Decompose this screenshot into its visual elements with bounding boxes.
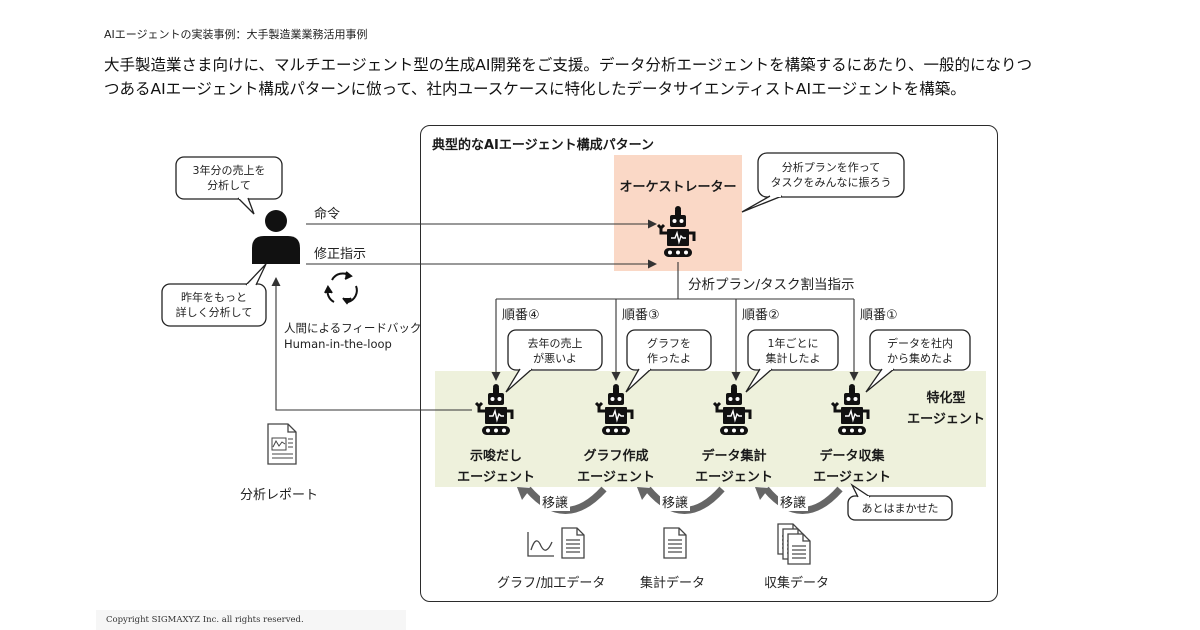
user-icon xyxy=(252,210,300,264)
agent-bubble-1 xyxy=(505,329,603,393)
breadcrumb: AIエージェントの実装事例：大手製造業業務活用事例 xyxy=(104,28,368,41)
command-label: 命令 xyxy=(314,207,341,222)
handover-label-3: 移譲 xyxy=(778,492,809,511)
agent-bubble-4-text: データを社内 から集めたよ xyxy=(887,337,953,365)
specialized-agent-label: 特化型 エージェント xyxy=(907,391,985,427)
agent-bubble-4 xyxy=(865,329,971,393)
agent-bubble-3 xyxy=(745,329,839,393)
collect-agent-robot-icon xyxy=(830,382,870,437)
insight-agent-label: 示唆だし エージェント xyxy=(457,449,535,485)
report-label: 分析レポート xyxy=(240,488,319,503)
order-label-4: 順番④ xyxy=(502,308,540,323)
user-bubble-bottom xyxy=(161,263,267,327)
agent-bubble-2 xyxy=(625,329,712,393)
aggregated-data-document-icon xyxy=(663,527,687,559)
lead-line-1: 大手製造業さま向けに、マルチエージェント型の生成AI開発をご支援。データ分析エー… xyxy=(104,56,1033,74)
specialized-agents-box xyxy=(435,371,986,487)
user-bubble-bottom-text: 昨年をもっと 詳しく分析して xyxy=(175,291,253,319)
order-label-3: 順番③ xyxy=(622,308,660,323)
orchestrator-label: オーケストレーター xyxy=(619,180,737,195)
aggregated-data-label: 集計データ xyxy=(640,576,706,591)
orchestrator-robot-icon xyxy=(656,204,696,259)
order-label-2: 順番② xyxy=(742,308,780,323)
graph-chart-icon xyxy=(527,532,554,557)
graph-agent-label: グラフ作成 エージェント xyxy=(577,449,655,485)
collected-data-documents-icon xyxy=(777,523,811,565)
orchestrator-bubble xyxy=(741,152,905,213)
handover-label-2: 移譲 xyxy=(660,492,691,511)
leave-it-bubble xyxy=(847,483,953,521)
feedback-label: 人間によるフィードバック Human-in-the-loop xyxy=(284,321,422,351)
user-bubble-top xyxy=(175,156,283,215)
leave-it-text: あとはまかせた xyxy=(861,502,939,515)
order-label-1: 順番① xyxy=(860,308,898,323)
frame-title: 典型的なAIエージェント構成パターン xyxy=(432,138,654,153)
orchestrator-bubble-text: 分析プランを作って タスクをみんなに振ろう xyxy=(770,161,892,189)
user-bubble-top-text: 3年分の売上を 分析して xyxy=(192,164,266,192)
lead-line-2: つあるAIエージェント構成パターンに倣って、社内ユースケースに特化したデータサイ… xyxy=(104,80,966,98)
graph-data-document-icon xyxy=(561,527,585,559)
copyright: Copyright SIGMAXYZ Inc. all rights reser… xyxy=(96,610,406,630)
plan-distribution-lines xyxy=(491,262,859,381)
collect-agent-label: データ収集 エージェント xyxy=(813,449,891,485)
agent-bubble-1-text: 去年の売上 が悪いよ xyxy=(527,337,583,365)
graph-data-label: グラフ/加工データ xyxy=(497,576,606,591)
aggregate-agent-robot-icon xyxy=(712,382,752,437)
report-document-icon xyxy=(267,423,297,465)
aggregate-agent-label: データ集計 エージェント xyxy=(695,449,773,485)
handover-label-1: 移譲 xyxy=(540,492,571,511)
pattern-frame xyxy=(420,125,998,602)
agent-bubble-2-text: グラフを 作ったよ xyxy=(647,337,691,365)
agent-bubble-3-text: 1年ごとに 集計したよ xyxy=(765,337,821,365)
collected-data-label: 収集データ xyxy=(764,576,830,591)
feedback-arrow xyxy=(271,277,472,411)
lead-paragraph: 大手製造業さま向けに、マルチエージェント型の生成AI開発をご支援。データ分析エー… xyxy=(104,53,1104,101)
revise-label: 修正指示 xyxy=(314,247,367,262)
cycle-icon xyxy=(324,271,358,305)
plan-label: 分析プラン/タスク割当指示 xyxy=(688,277,855,293)
